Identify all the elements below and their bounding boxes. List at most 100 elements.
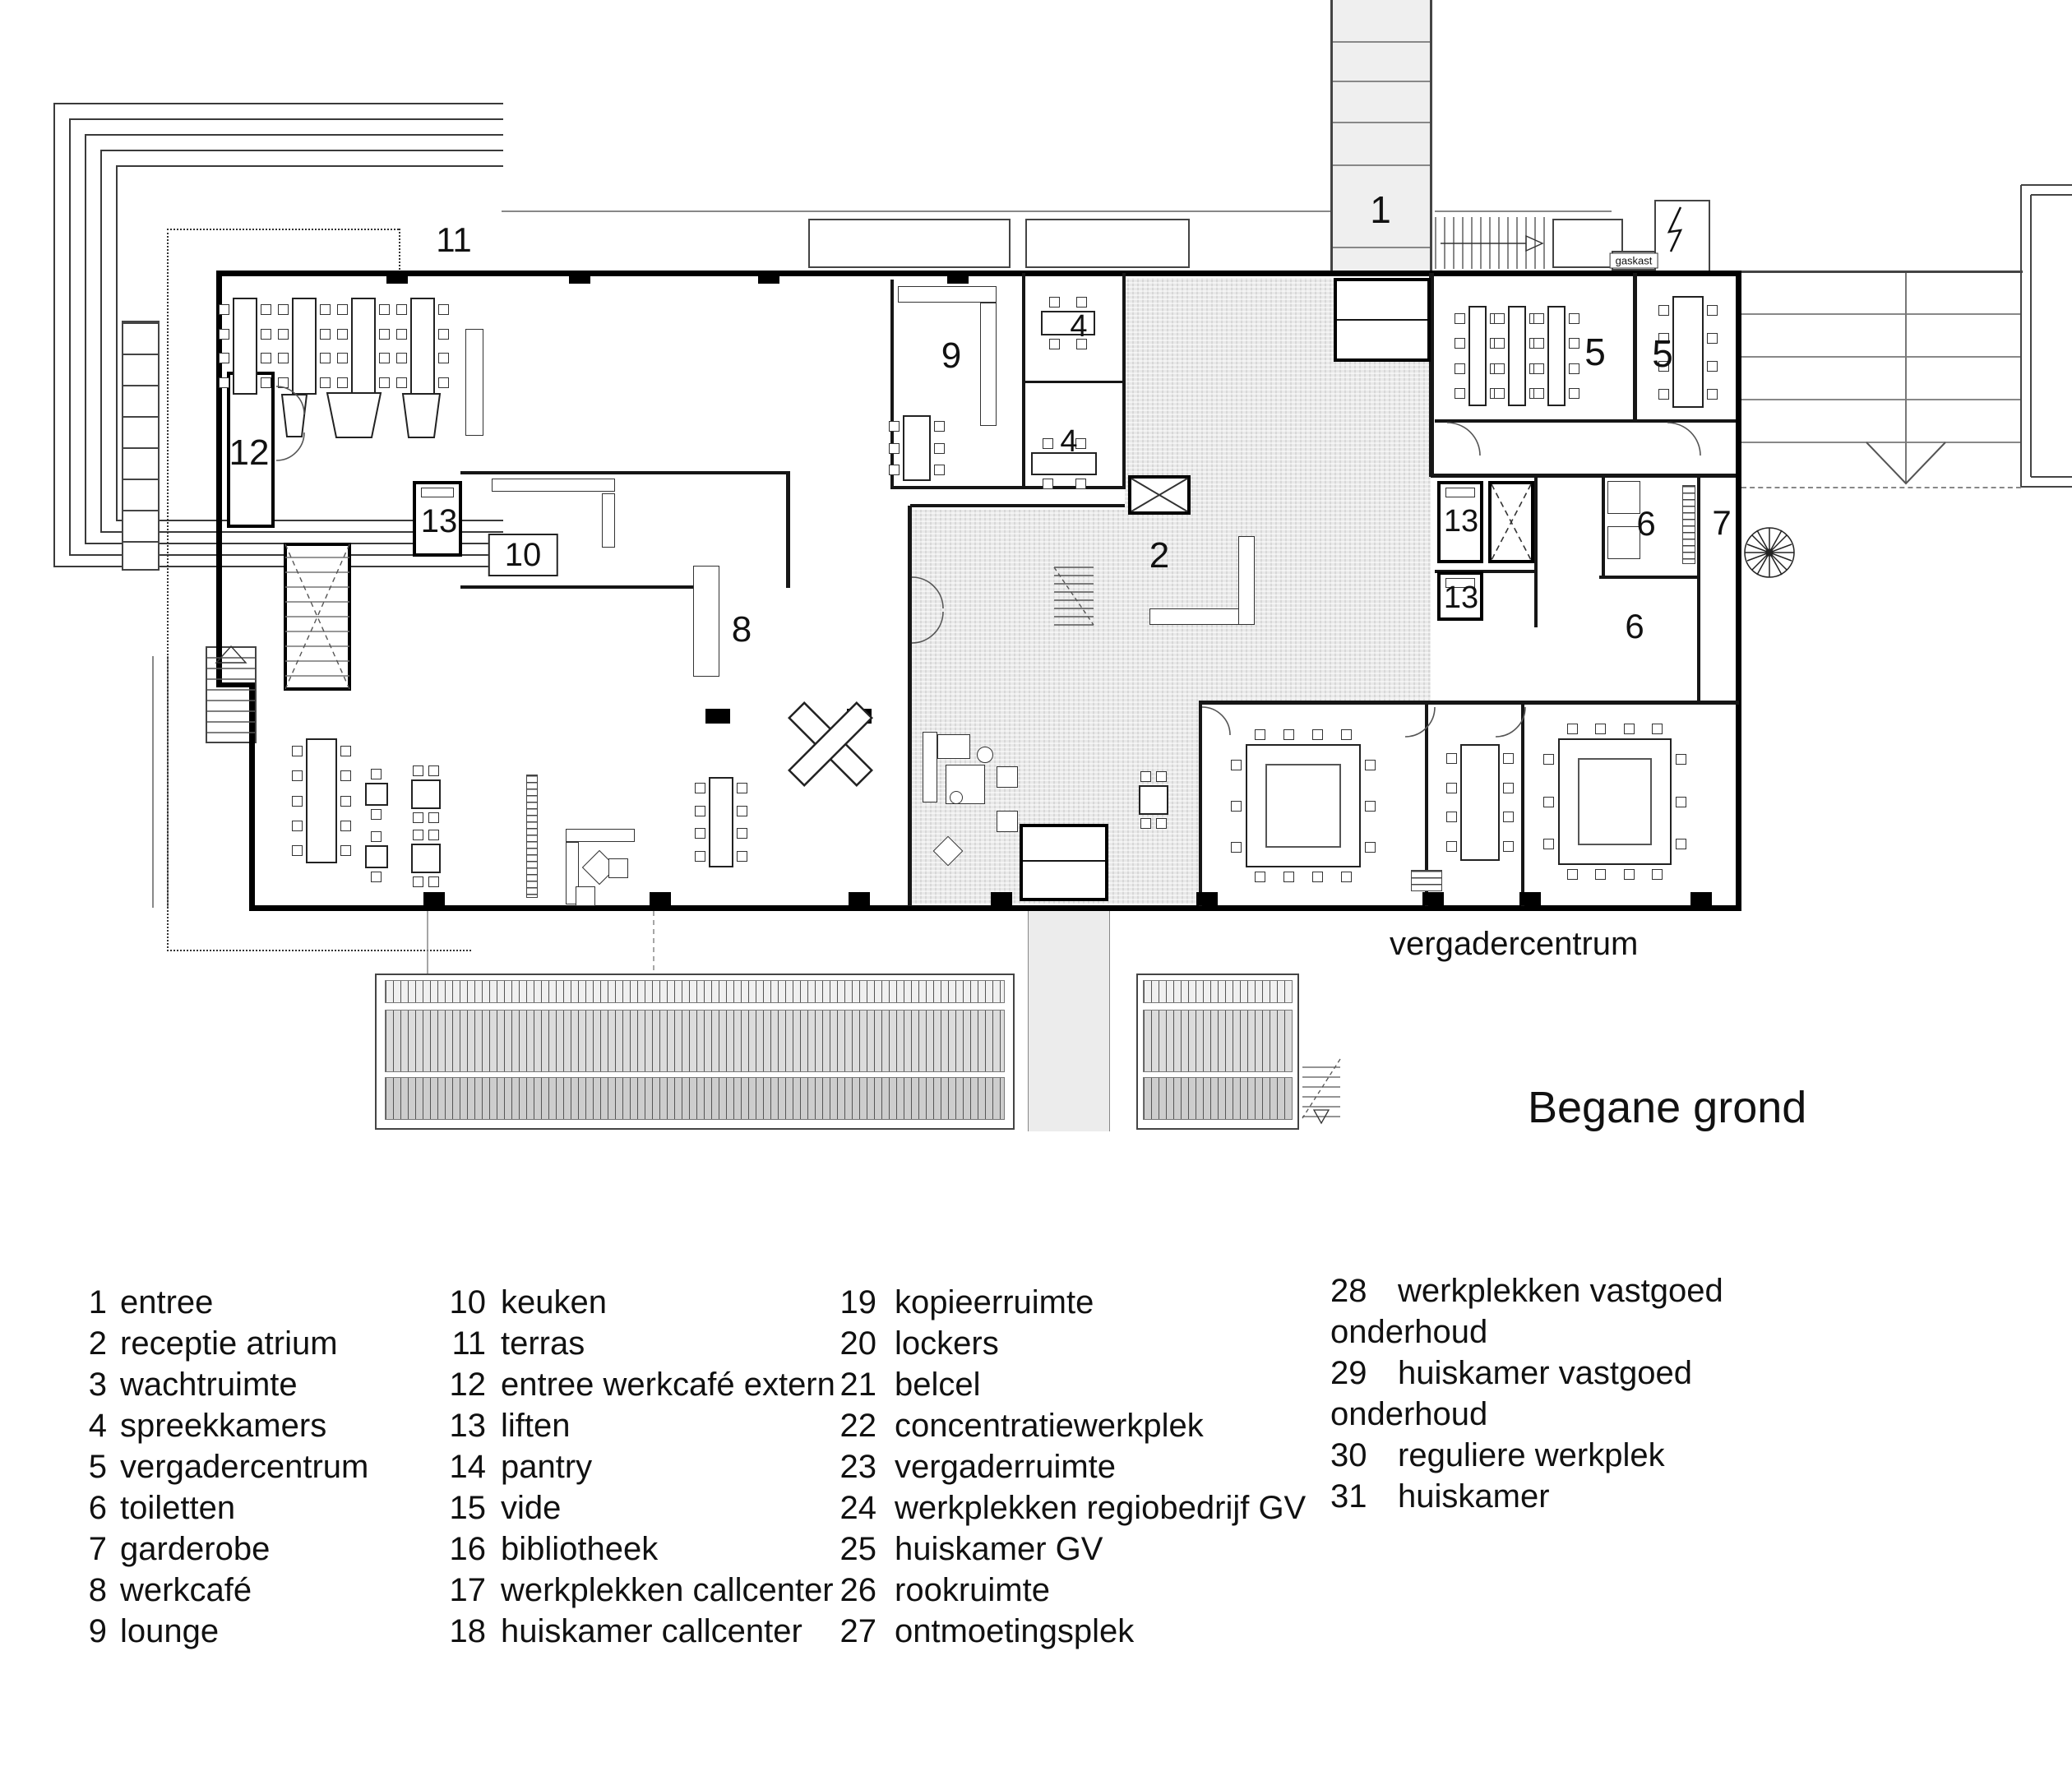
exterior-wall [1736, 271, 1741, 911]
interior-wall [908, 506, 912, 906]
chair [413, 765, 423, 776]
bike-rack-row [385, 980, 1005, 1003]
chair [1075, 438, 1086, 449]
chair [1707, 360, 1718, 372]
interior-wall [1435, 419, 1736, 423]
legend-number: 14 [449, 1449, 487, 1485]
table [903, 415, 931, 481]
electrical-room [1654, 200, 1710, 272]
legend-number: 7 [88, 1531, 107, 1567]
bridge-line [1741, 271, 2023, 273]
chair [379, 377, 390, 388]
chair [379, 304, 390, 316]
chair [320, 328, 331, 340]
chair [1283, 872, 1294, 882]
legend-label: entree werkcafé extern [501, 1367, 835, 1403]
legend-label: spreekkamers [120, 1408, 327, 1444]
chair [1533, 363, 1544, 374]
chair [337, 304, 348, 316]
room-label-toiletten: 6 [1625, 607, 1644, 645]
chair [1231, 841, 1242, 853]
chair [379, 328, 390, 340]
chair [1623, 869, 1635, 880]
chair [396, 377, 407, 388]
legend-label: onderhoud [1330, 1314, 1488, 1350]
chair [1494, 363, 1505, 374]
column [758, 271, 779, 284]
chair [413, 830, 423, 840]
legend-label: receptie atrium [120, 1325, 338, 1362]
legend-number: 23 [839, 1449, 877, 1485]
chair [428, 765, 439, 776]
werkcafe-entrance-vestibule [227, 372, 275, 528]
chair [1042, 479, 1053, 489]
terrace-edge-line [116, 165, 503, 521]
chair [1455, 312, 1465, 324]
legend-label: huiskamer vastgoed [1398, 1355, 1692, 1391]
chair [428, 876, 439, 887]
chair [261, 328, 271, 340]
chair [1543, 838, 1554, 849]
bike-rack-row [1143, 1010, 1293, 1072]
chair [934, 420, 945, 432]
chair [1446, 812, 1457, 823]
ramp-step-line [1333, 122, 1430, 123]
legend-number: 15 [449, 1490, 487, 1526]
cafe-table [1139, 785, 1168, 815]
chair [219, 353, 229, 364]
armchair [576, 886, 595, 906]
chair [1231, 759, 1242, 770]
legend-label: werkplekken callcenter [501, 1572, 834, 1608]
side-table [950, 791, 963, 804]
stairwell [284, 543, 351, 691]
chair [396, 328, 407, 340]
bike-rack-row [1143, 1077, 1293, 1120]
table [1468, 306, 1487, 406]
legend-number: 6 [88, 1490, 107, 1526]
toilet-stall [1607, 526, 1640, 559]
room-label-liften: 13 [1443, 580, 1479, 615]
chair [292, 770, 303, 782]
sofa [980, 303, 997, 426]
legend-label: huiskamer callcenter [501, 1613, 802, 1649]
chair [340, 745, 351, 756]
chair [1503, 753, 1514, 765]
chair [396, 304, 407, 316]
table [709, 777, 733, 867]
bridge-line [1741, 356, 2021, 358]
toilet-stall [1607, 481, 1640, 514]
column [386, 271, 408, 284]
legend-label: vide [501, 1490, 562, 1526]
chair [1494, 388, 1505, 400]
chair [934, 442, 945, 454]
chair [1503, 812, 1514, 823]
chair [261, 377, 271, 388]
chair [337, 353, 348, 364]
facade-line [152, 656, 154, 908]
chair [1049, 339, 1060, 349]
interior-wall [1431, 474, 1736, 478]
terrace-dotted-boundary [167, 229, 169, 951]
chair [1076, 339, 1087, 349]
exterior-wall [216, 271, 222, 686]
interior-wall [1429, 419, 1434, 477]
column [849, 892, 870, 905]
chair [1533, 388, 1544, 400]
chair [337, 328, 348, 340]
chair [379, 353, 390, 364]
room-label-vergadercentrum: 5 [1584, 331, 1606, 373]
entry-walkway [1028, 911, 1110, 1131]
chair [292, 795, 303, 807]
chair [695, 828, 705, 839]
interior-wall [1429, 273, 1434, 423]
legend-number: 18 [449, 1613, 487, 1649]
terrace-dotted-boundary [167, 950, 471, 951]
terrace-edge-line [100, 150, 503, 533]
chair [1676, 796, 1686, 807]
legend-number: 10 [449, 1284, 487, 1320]
